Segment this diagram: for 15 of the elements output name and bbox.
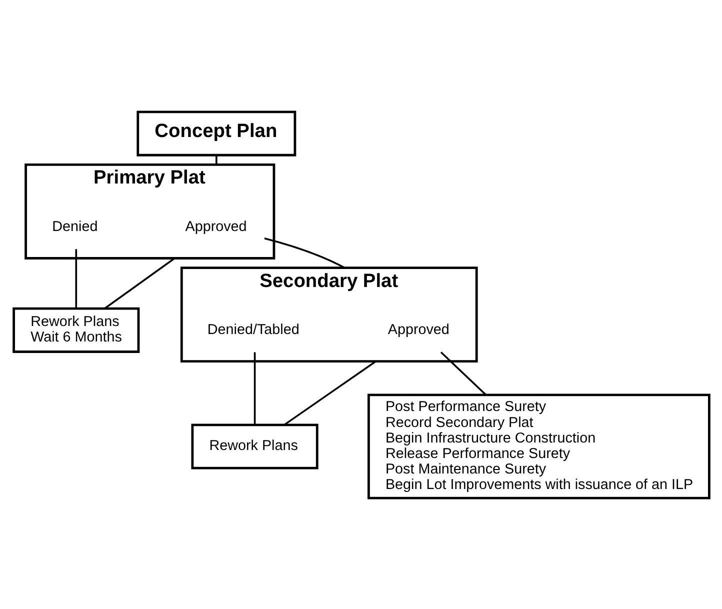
node-text: Denied: [52, 218, 98, 234]
node-box: Concept Plan: [136, 110, 296, 156]
connector: [264, 236, 345, 268]
connector: [104, 257, 175, 309]
connector: [74, 248, 77, 308]
connector: [253, 352, 256, 424]
node-box: Post Performance Surety Record Secondary Plat Begin Infrastructure Construction Release Performance Surety Post Maintenance Surety Begin Lot Improvements with issuance of an ILP: [367, 393, 710, 499]
connector: [283, 360, 376, 426]
node-text: Approved: [184, 218, 246, 234]
node-text: Denied/Tabled: [206, 321, 299, 338]
node-box: Rework Plans: [190, 423, 318, 469]
node-text: Approved: [387, 321, 449, 338]
connector: [215, 154, 217, 164]
connector: [440, 351, 486, 395]
node-box: Rework Plans Wait 6 Months: [12, 306, 140, 352]
